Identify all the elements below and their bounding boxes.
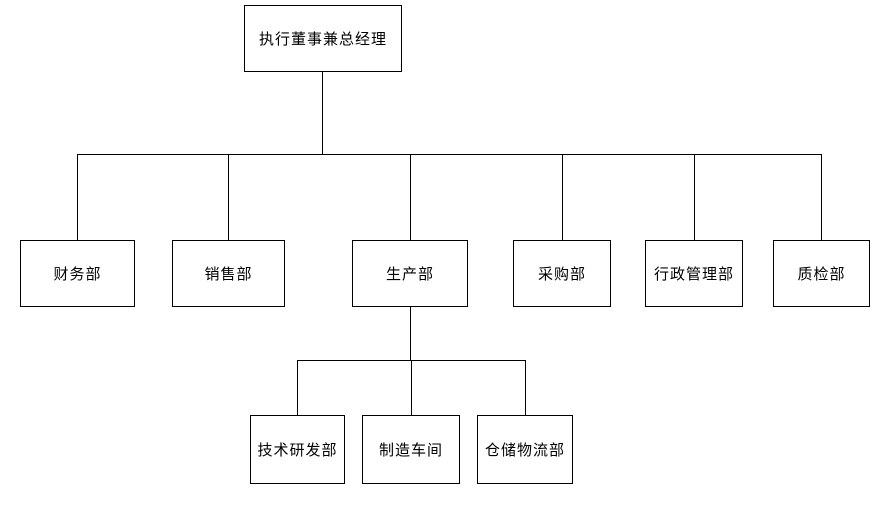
org-node-admin: 行政管理部 [645, 240, 743, 307]
org-node-finance: 财务部 [20, 240, 135, 307]
connector-drop-rnd [297, 360, 298, 415]
org-node-label: 行政管理部 [653, 266, 734, 283]
org-node-root: 执行董事兼总经理 [244, 5, 402, 72]
org-node-purchasing: 采购部 [513, 240, 611, 307]
connector-production-trunk [410, 307, 411, 360]
connector-drop-logistics [525, 360, 526, 415]
connector-root-trunk [322, 72, 323, 154]
org-node-label: 生产部 [385, 266, 434, 283]
connector-level2-bus [77, 154, 822, 155]
org-node-workshop: 制造车间 [362, 415, 460, 484]
connector-drop-finance [77, 154, 78, 240]
org-node-label: 采购部 [537, 266, 586, 283]
org-node-quality: 质检部 [773, 240, 870, 307]
org-node-label: 销售部 [204, 266, 253, 283]
org-node-logistics: 仓储物流部 [477, 415, 573, 484]
org-node-sales: 销售部 [172, 240, 285, 307]
connector-drop-production [410, 154, 411, 240]
connector-drop-sales [228, 154, 229, 240]
org-node-label: 财务部 [53, 266, 102, 283]
org-node-label: 质检部 [797, 266, 846, 283]
org-node-label: 技术研发部 [257, 442, 338, 459]
connector-drop-quality [821, 154, 822, 240]
org-node-production: 生产部 [352, 240, 468, 307]
connector-drop-workshop [411, 360, 412, 415]
connector-drop-admin [694, 154, 695, 240]
org-node-rnd: 技术研发部 [250, 415, 345, 484]
org-node-label: 执行董事兼总经理 [258, 31, 387, 48]
org-node-label: 制造车间 [378, 442, 443, 459]
connector-drop-purchasing [562, 154, 563, 240]
org-node-label: 仓储物流部 [484, 442, 565, 459]
